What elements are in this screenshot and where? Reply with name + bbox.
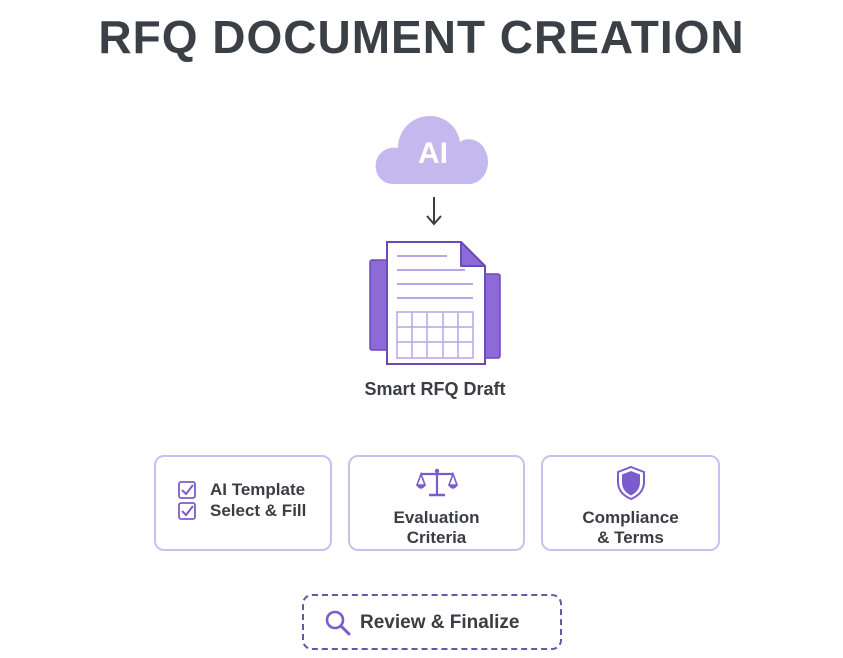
review-finalize-box[interactable]: Review & Finalize — [302, 594, 562, 650]
checklist-item: AI Template — [178, 479, 305, 501]
card-line: & Terms — [597, 528, 664, 547]
review-label: Review & Finalize — [360, 612, 520, 633]
compliance-terms-card: Compliance & Terms — [541, 455, 720, 551]
page-title: RFQ DOCUMENT CREATION — [98, 11, 745, 63]
checkbox-icon — [178, 502, 196, 520]
document-label: Smart RFQ Draft — [364, 379, 506, 399]
document-icon — [369, 241, 501, 365]
ai-template-card: AI Template Select & Fill — [154, 455, 332, 551]
card-line: Evaluation — [393, 508, 480, 527]
checklist-item: Select & Fill — [178, 500, 306, 522]
evaluation-criteria-card: Evaluation Criteria — [348, 455, 525, 551]
shield-icon — [616, 465, 645, 501]
checkbox-icon — [178, 481, 196, 499]
arrow-down-icon — [426, 197, 442, 226]
magnifier-icon — [325, 610, 351, 636]
cloud-label: AI — [418, 137, 448, 170]
cloud-icon — [375, 116, 488, 184]
card-line: AI Template — [210, 480, 306, 499]
card-line: Select & Fill — [210, 501, 307, 520]
card-line: Criteria — [406, 528, 467, 547]
scales-icon — [415, 468, 458, 497]
card-line: Compliance — [582, 508, 679, 527]
